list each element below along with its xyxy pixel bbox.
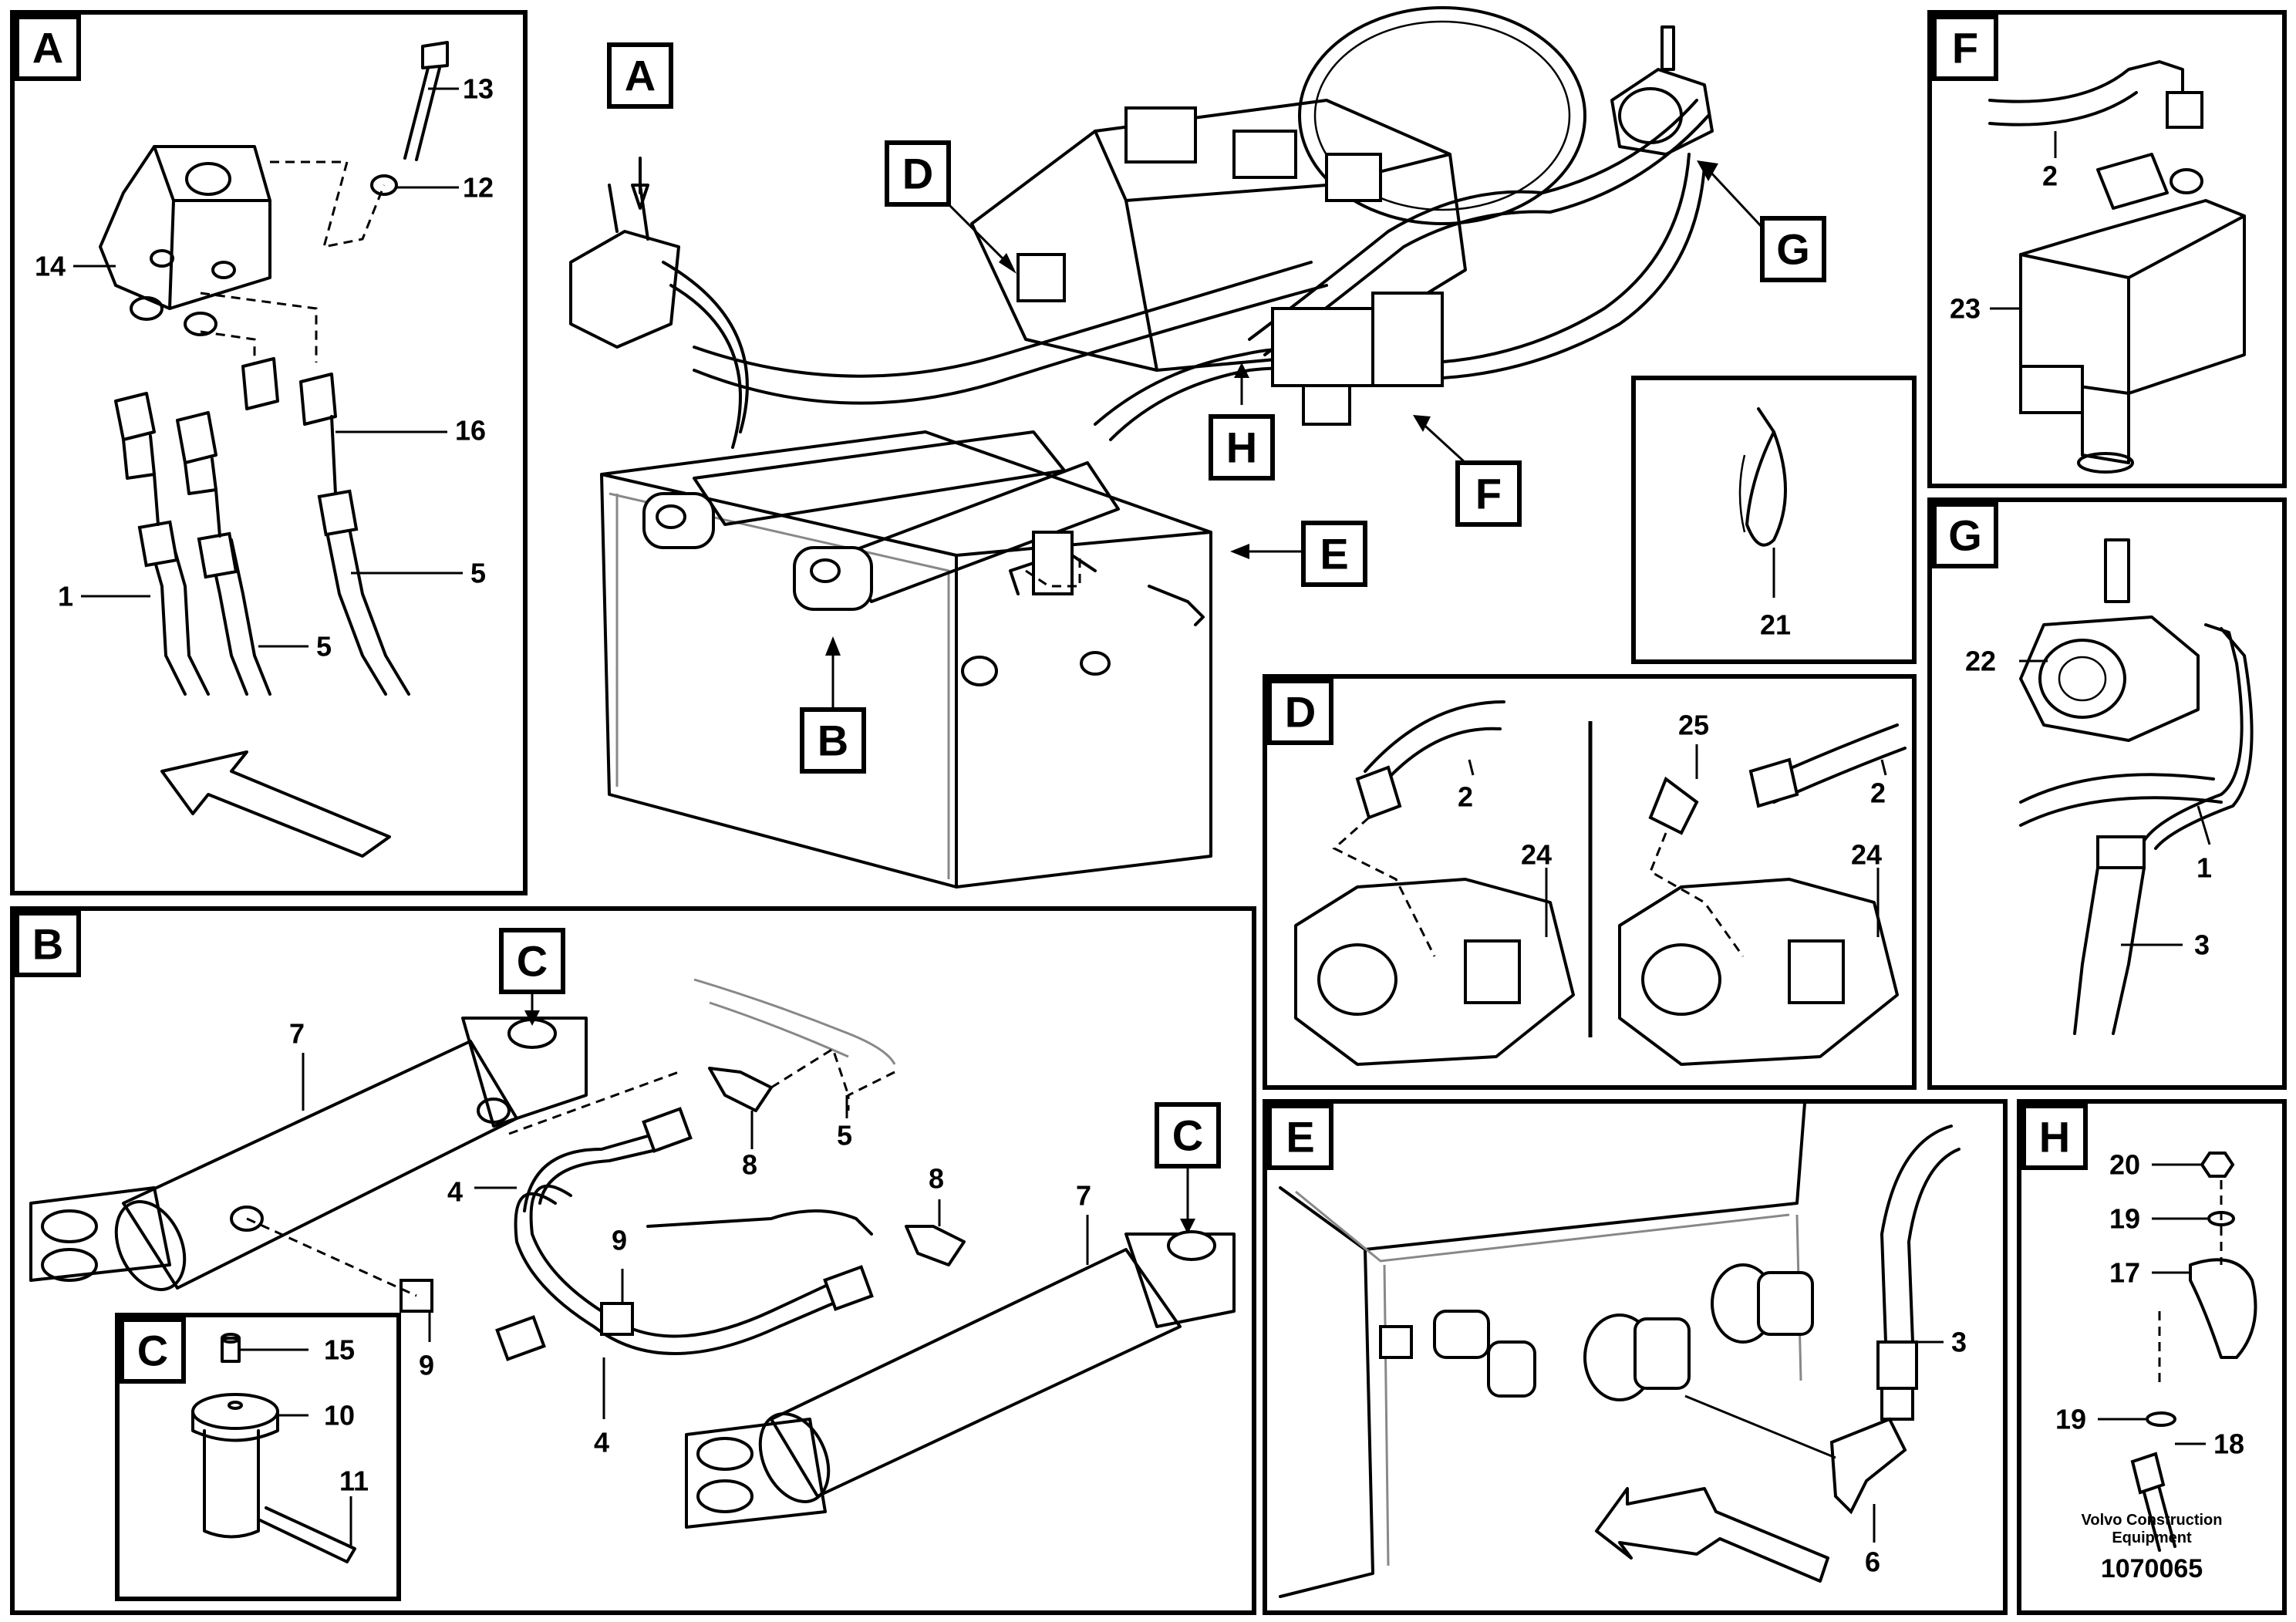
panel-clamp: 21 bbox=[1631, 376, 1917, 664]
callout-b-9b: 9 bbox=[419, 1350, 434, 1381]
callout-e-3: 3 bbox=[1951, 1327, 1967, 1358]
callout-b-9a: 9 bbox=[612, 1225, 627, 1256]
brand-line-1: Volvo Construction bbox=[2082, 1512, 2223, 1529]
callout-25: 25 bbox=[1678, 710, 1709, 741]
callout-16: 16 bbox=[455, 415, 486, 447]
callout-1: 1 bbox=[58, 581, 73, 612]
callout-10: 10 bbox=[324, 1400, 355, 1431]
callout-21: 21 bbox=[1760, 609, 1791, 641]
callout-g-1: 1 bbox=[2197, 852, 2212, 884]
callout-g-3: 3 bbox=[2194, 929, 2210, 961]
callout-18: 18 bbox=[2213, 1428, 2244, 1460]
callout-19b: 19 bbox=[2055, 1404, 2086, 1435]
callout-b-4b: 4 bbox=[594, 1427, 609, 1458]
overview-tag-g: G bbox=[1776, 225, 1810, 274]
callout-b-7b: 7 bbox=[1076, 1180, 1091, 1212]
panel-e: E 3 6 bbox=[1263, 1099, 2008, 1615]
callout-20: 20 bbox=[2109, 1149, 2140, 1181]
callout-15: 15 bbox=[324, 1334, 355, 1366]
panel-e-tag: E bbox=[1286, 1113, 1314, 1162]
callout-13: 13 bbox=[463, 73, 494, 105]
brand-line-2: Equipment bbox=[2112, 1529, 2192, 1546]
callout-14: 14 bbox=[35, 251, 66, 282]
overview-assembly: A D G H F E B bbox=[569, 6, 1826, 889]
callout-d-24b: 24 bbox=[1851, 839, 1882, 871]
callout-b-4a: 4 bbox=[447, 1176, 463, 1208]
panel-a-tag: A bbox=[32, 24, 63, 73]
panel-c-tag: C bbox=[137, 1327, 168, 1375]
panel-b: B 7 7 bbox=[10, 906, 1256, 1615]
overview-tag-b: B bbox=[818, 717, 848, 765]
callout-19a: 19 bbox=[2109, 1203, 2140, 1235]
callout-b-8b: 8 bbox=[929, 1163, 944, 1195]
callout-d-24a: 24 bbox=[1521, 839, 1552, 871]
callout-11: 11 bbox=[339, 1465, 369, 1497]
panel-b-tag: B bbox=[32, 920, 63, 969]
callout-23: 23 bbox=[1950, 293, 1981, 325]
panel-f-tag: F bbox=[1952, 24, 1978, 73]
callout-5a: 5 bbox=[470, 558, 486, 589]
callout-d-2b: 2 bbox=[1870, 777, 1886, 809]
callout-6: 6 bbox=[1865, 1546, 1880, 1578]
callout-12: 12 bbox=[463, 172, 494, 204]
callout-5b: 5 bbox=[316, 631, 332, 663]
callout-d-2a: 2 bbox=[1458, 781, 1473, 813]
overview-tag-d: D bbox=[902, 150, 933, 198]
panel-d-tag: D bbox=[1285, 688, 1316, 737]
callout-b-7a: 7 bbox=[289, 1018, 305, 1050]
drawing-number: 1070065 bbox=[2101, 1554, 2203, 1583]
panel-a: A 13 bbox=[10, 10, 528, 895]
panel-g-tag: G bbox=[1948, 511, 1982, 560]
overview-tag-f: F bbox=[1475, 470, 1502, 518]
panel-g: G 22 1 3 bbox=[1927, 497, 2287, 1090]
section-ref-c-left: C bbox=[517, 937, 548, 986]
callout-b-5: 5 bbox=[837, 1120, 852, 1152]
section-ref-c-right: C bbox=[1172, 1111, 1203, 1160]
overview-tag-a: A bbox=[625, 52, 656, 100]
panel-c: C 15 10 11 bbox=[115, 1313, 401, 1601]
panel-d: D 2 24 25 2 24 bbox=[1263, 674, 1917, 1090]
callout-17: 17 bbox=[2109, 1257, 2140, 1289]
callout-22: 22 bbox=[1965, 646, 1996, 677]
overview-tag-e: E bbox=[1320, 530, 1348, 578]
overview-tag-h: H bbox=[1226, 423, 1257, 472]
callout-b-8a: 8 bbox=[742, 1149, 757, 1181]
panel-f: F 2 23 bbox=[1927, 10, 2287, 488]
callout-f-2: 2 bbox=[2042, 160, 2058, 192]
panel-h: H 20 19 17 19 18 Volvo Construction Equi… bbox=[2017, 1099, 2287, 1615]
panel-h-tag: H bbox=[2039, 1113, 2070, 1162]
